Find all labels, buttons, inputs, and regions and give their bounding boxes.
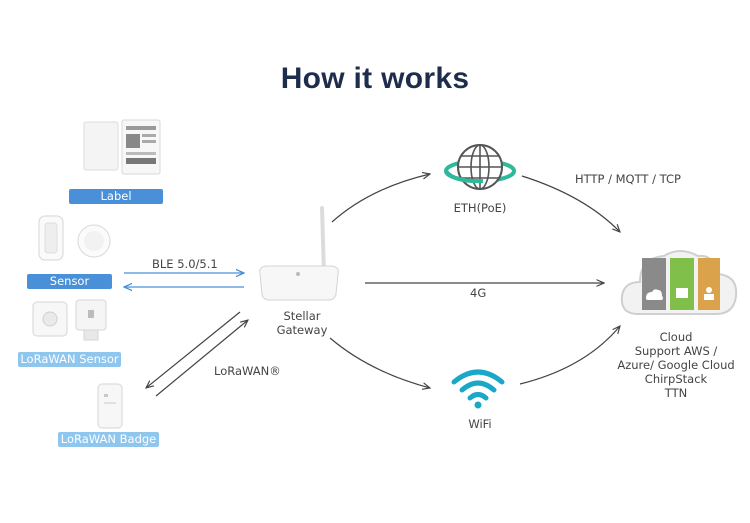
fourg-label: 4G <box>470 286 487 300</box>
eth-cloud-arrow <box>521 175 620 232</box>
http-label: HTTP / MQTT / TCP <box>575 172 681 186</box>
globe-icon <box>444 144 516 190</box>
lorawan-arrow-up <box>155 320 248 397</box>
cloud-label-line-1: Support AWS / <box>634 344 718 358</box>
wifi-cloud-arrow <box>519 326 620 385</box>
page-title: How it works <box>280 62 470 95</box>
lorawan-badge-image <box>97 383 123 429</box>
label-tag-image <box>83 119 161 175</box>
lorawan-badge-pill: LoRaWAN Badge <box>58 432 159 447</box>
gateway-wifi-arrow <box>329 337 430 388</box>
lorawan-label: LoRaWAN® <box>214 364 281 378</box>
gateway-eth-arrow <box>331 174 430 223</box>
cloud-label-line-3: ChirpStack <box>644 372 708 386</box>
sensor-device-pill: Sensor <box>27 274 112 289</box>
ble-label: BLE 5.0/5.1 <box>152 257 218 271</box>
eth-label: ETH(PoE) <box>453 201 507 215</box>
gateway-label: Stellar Gateway <box>262 309 342 337</box>
gateway-label-line2: Gateway <box>276 323 328 337</box>
lorawan-arrow-down <box>146 311 241 388</box>
lorawan-sensor-image <box>32 299 107 341</box>
sensor-image <box>38 215 111 261</box>
lorawan-sensor-pill: LoRaWAN Sensor <box>18 352 121 367</box>
gateway-label-line1: Stellar <box>283 309 321 323</box>
cloud-label-line-0: Cloud <box>659 330 693 344</box>
cloud-label-line-2: Azure/ Google Cloud <box>617 358 735 372</box>
cloud-label-line-4: TTN <box>664 386 688 400</box>
label-device-pill: Label <box>69 189 163 204</box>
gateway-image <box>259 206 339 301</box>
wifi-label: WiFi <box>468 417 492 431</box>
cloud-icon <box>620 250 738 315</box>
cloud-label: Cloud Support AWS / Azure/ Google Cloud … <box>606 330 746 400</box>
wifi-icon <box>451 369 505 409</box>
